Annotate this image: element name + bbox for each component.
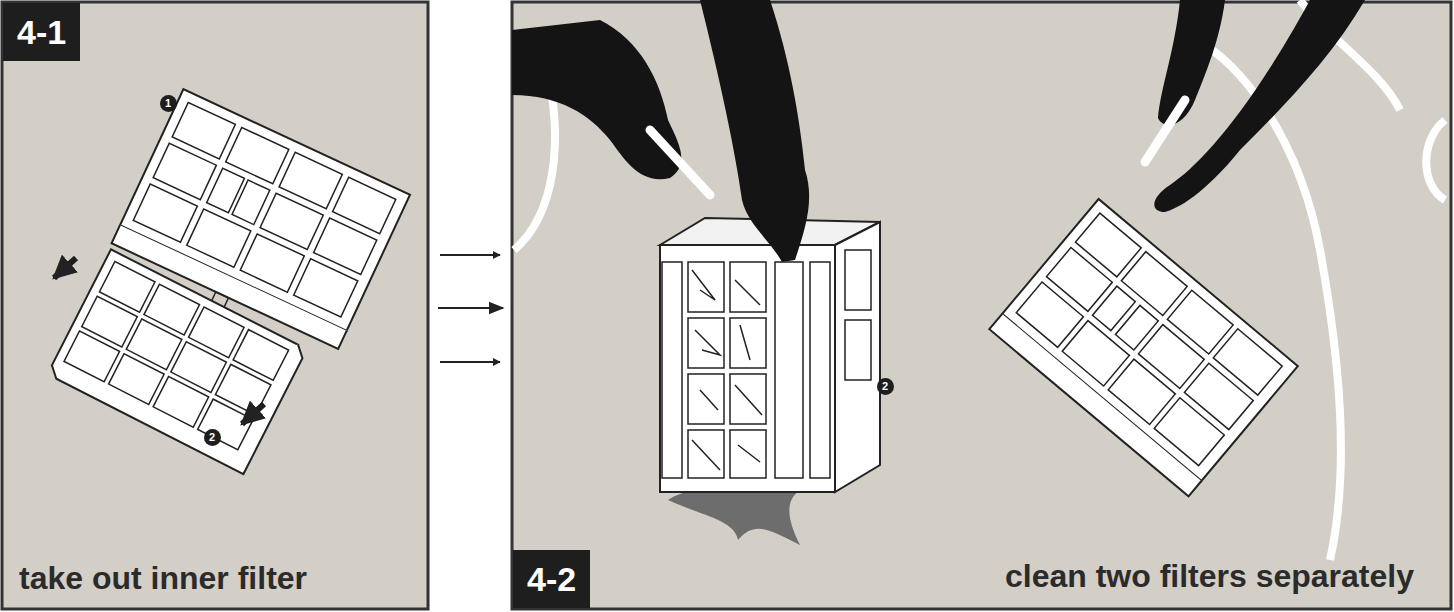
panel-ground xyxy=(2,2,428,609)
callout-number: 2 xyxy=(204,429,221,446)
step-panel: 4-1 take out inner filter xyxy=(3,3,428,608)
box-filter xyxy=(660,218,880,492)
hand xyxy=(512,0,1365,262)
callout-number: 2 xyxy=(877,378,894,395)
step-panel: 4-2 clean two filters separately xyxy=(513,3,1450,608)
outer-filter xyxy=(989,199,1297,496)
inner-filter xyxy=(47,249,307,474)
callout-number: 1 xyxy=(160,95,177,112)
brush xyxy=(650,100,1185,195)
step-number: 4-1 xyxy=(3,3,80,61)
panel-ground xyxy=(512,2,1451,609)
step-heading: clean two filters separately xyxy=(1005,556,1414,596)
step-arrow xyxy=(438,307,503,309)
step-number: 4-2 xyxy=(513,550,590,608)
motion-arrow xyxy=(54,258,264,424)
step-heading: take out inner filter xyxy=(19,558,307,598)
